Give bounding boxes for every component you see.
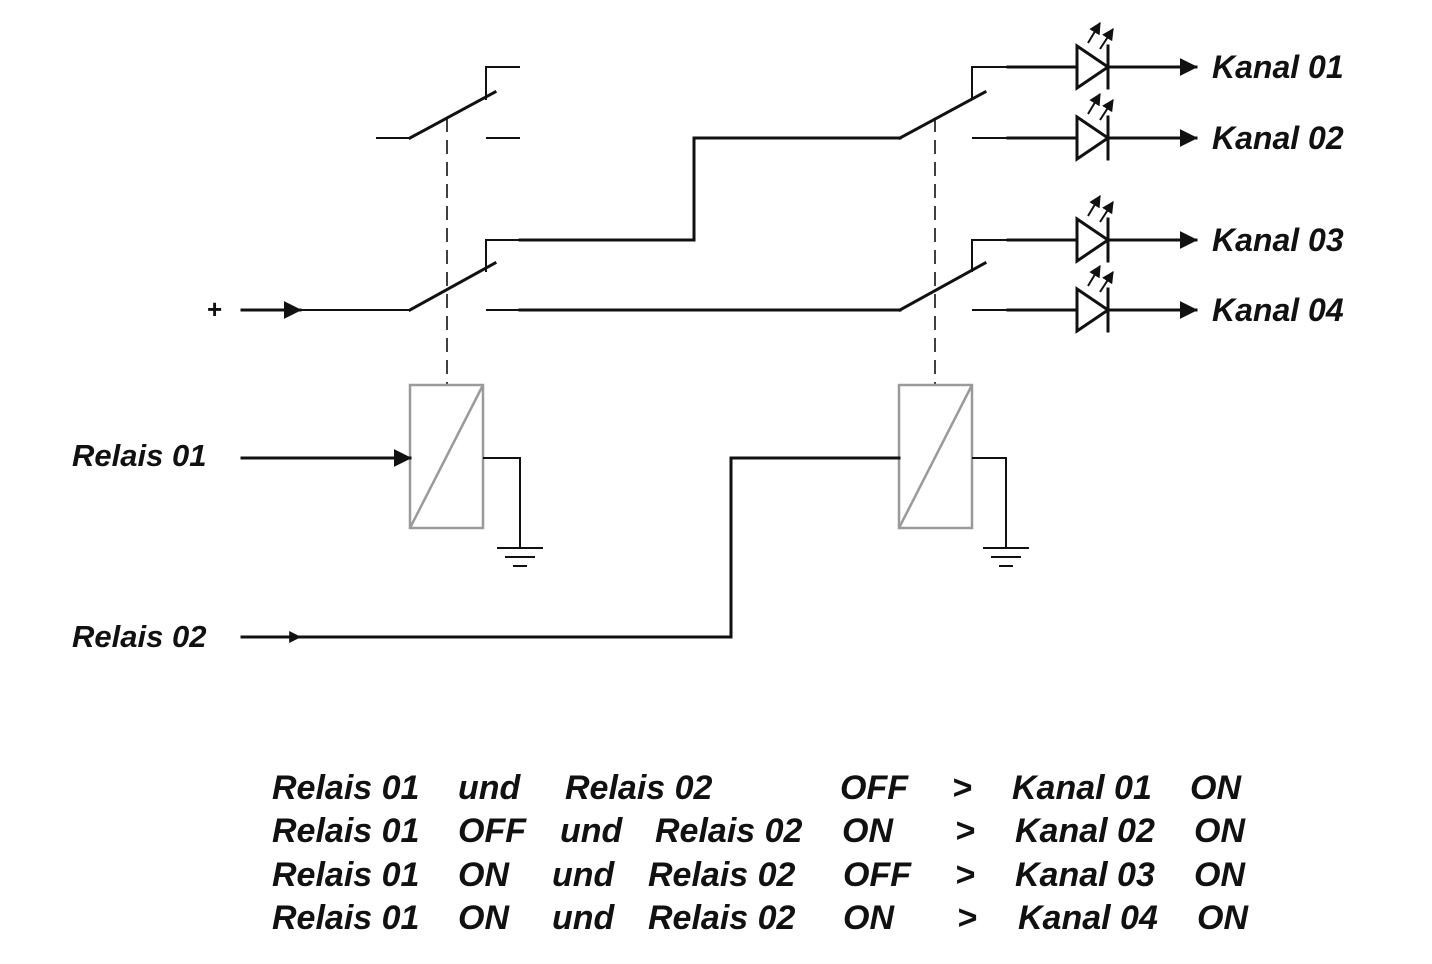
- truth-table-cell: OFF: [843, 856, 912, 894]
- ground-icon: [483, 457, 543, 567]
- truth-table-cell: ON: [458, 856, 510, 894]
- kanal-label: Kanal 01: [1212, 49, 1344, 85]
- truth-table-cell: ON: [842, 812, 894, 850]
- relay-02-coil: [897, 383, 974, 530]
- truth-table-cell: Kanal 01: [1012, 769, 1152, 807]
- truth-table-cell: ON: [1190, 769, 1242, 807]
- truth-table-cell: Relais 01: [272, 812, 419, 850]
- truth-table-cell: ON: [1194, 856, 1246, 894]
- truth-table-cell: ON: [458, 899, 510, 937]
- truth-table-row: Relais 01 ON und Relais 02 ON > Kanal 04 ON: [272, 899, 1249, 937]
- relay-02-lower-contact: [897, 239, 1008, 313]
- truth-table-row: Relais 01 und Relais 02 OFF > Kanal 01 ON: [272, 769, 1242, 807]
- truth-table-cell: Relais 01: [272, 769, 419, 807]
- truth-table-cell: Kanal 03: [1015, 856, 1155, 894]
- wire-nc-to-relay2-upper: [518, 136, 902, 242]
- led-icon: [1075, 194, 1114, 264]
- truth-table-cell: Kanal 04: [1018, 899, 1158, 937]
- truth-table-cell: >: [952, 769, 972, 807]
- truth-table-cell: und: [560, 812, 624, 850]
- relais-01-label: Relais 01: [72, 438, 206, 473]
- truth-table-cell: OFF: [458, 812, 527, 850]
- truth-table-cell: Relais 02: [648, 899, 796, 937]
- truth-table-cell: >: [955, 812, 975, 850]
- truth-table-row: Relais 01 OFF und Relais 02 ON > Kanal 02 ON: [272, 812, 1246, 850]
- truth-table-cell: Relais 02: [655, 812, 803, 850]
- led-icon: [1075, 92, 1114, 162]
- kanal-output-2: Kanal 02: [1006, 92, 1344, 162]
- truth-table-cell: und: [458, 769, 522, 807]
- kanal-output-3: Kanal 03: [1006, 194, 1344, 264]
- kanal-output-4: Kanal 04: [1006, 264, 1344, 334]
- truth-table-cell: und: [552, 899, 616, 937]
- kanal-label: Kanal 04: [1212, 292, 1344, 328]
- truth-table-cell: Relais 02: [565, 769, 713, 807]
- relay-02-upper-contact: [897, 66, 1008, 141]
- led-icon: [1075, 264, 1114, 334]
- truth-table-cell: ON: [1194, 812, 1246, 850]
- led-icon: [1075, 21, 1114, 91]
- truth-table-cell: Relais 01: [272, 899, 419, 937]
- truth-table-row: Relais 01 ON und Relais 02 OFF > Kanal 03 ON: [272, 856, 1246, 894]
- plus-label: +: [207, 294, 222, 324]
- kanal-output-1: Kanal 01: [1006, 21, 1344, 91]
- relay-01-upper-contact: [376, 66, 520, 141]
- relay-01-lower-contact: [407, 239, 520, 313]
- kanal-label: Kanal 03: [1212, 222, 1344, 258]
- truth-table-cell: Kanal 02: [1015, 812, 1155, 850]
- ground-icon: [972, 457, 1029, 567]
- truth-table-cell: und: [552, 856, 616, 894]
- led-outputs: Kanal 01 Kanal 02 Kanal 03 Kanal 04: [1006, 21, 1344, 334]
- truth-table-cell: ON: [1197, 899, 1249, 937]
- truth-table-cell: Relais 01: [272, 856, 419, 894]
- relay-01-coil: [408, 383, 485, 530]
- relais-02-label: Relais 02: [72, 619, 206, 654]
- truth-table-cell: Relais 02: [648, 856, 796, 894]
- truth-table-cell: >: [957, 899, 977, 937]
- truth-table-cell: OFF: [840, 769, 909, 807]
- kanal-label: Kanal 02: [1212, 120, 1344, 156]
- truth-table-cell: >: [955, 856, 975, 894]
- truth-table-cell: ON: [843, 899, 895, 937]
- relais-02-input-line: [240, 456, 901, 639]
